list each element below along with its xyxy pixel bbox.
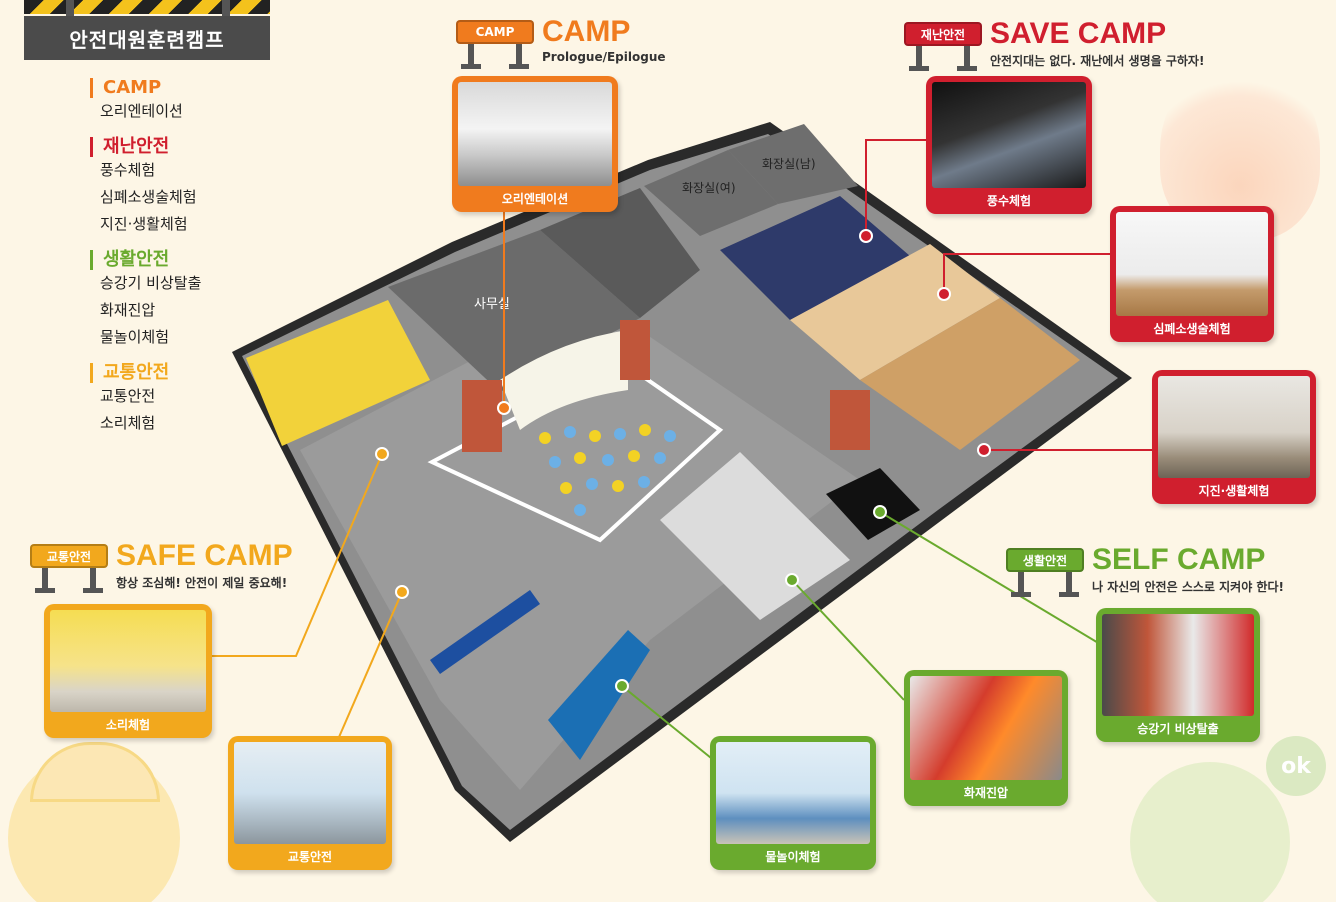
room-label-restroom-f: 화장실(여): [682, 181, 736, 195]
menu-item[interactable]: 심폐소생술체험: [100, 188, 197, 206]
cpr-room: [790, 244, 1000, 380]
leader-water: [621, 685, 717, 763]
smiley-character-right: [1130, 762, 1290, 902]
fire-room: [660, 452, 850, 620]
main-hall-floor: [300, 330, 860, 790]
card-label: 승강기 비상탈출: [1137, 722, 1219, 736]
room-label-office: 사무실: [474, 297, 510, 312]
fire-photo: [910, 676, 1062, 780]
menu-item[interactable]: 오리엔테이션: [100, 102, 183, 120]
camp-barricade-icon: CAMP: [456, 16, 534, 69]
brick-pillar: [830, 390, 870, 450]
safe-camp-subtitle: 항상 조심해! 안전이 제일 중요해!: [116, 576, 288, 590]
save-camp-barricade-icon: 재난안전: [904, 18, 982, 71]
save-camp-title: SAVE CAMP: [990, 17, 1167, 50]
save-camp-subtitle: 안전지대는 없다. 재난에서 생명을 구하자!: [990, 54, 1205, 68]
office-room: [388, 230, 640, 392]
room-label-restroom-m: 화장실(남): [762, 157, 816, 171]
camp-sign-label: CAMP: [456, 20, 534, 44]
sound-photo: [50, 610, 206, 712]
menu-item[interactable]: 풍수체험: [100, 161, 156, 179]
safe-camp-barricade-icon: 교통안전: [30, 540, 108, 593]
cpr-photo: [1116, 212, 1268, 316]
menu-category-traffic: 교통안전: [90, 363, 290, 383]
leader-flood: [865, 139, 928, 236]
traffic-barrier: [430, 590, 540, 674]
card-quake[interactable]: 지진·생활체험: [1152, 370, 1316, 504]
elevator-photo: [1102, 614, 1254, 716]
menu-item[interactable]: 승강기 비상탈출: [100, 274, 202, 292]
self-camp-subtitle: 나 자신의 안전은 스스로 지켜야 한다!: [1092, 580, 1284, 594]
menu-category-disaster: 재난안전: [90, 137, 290, 157]
card-cpr[interactable]: 심폐소생술체험: [1110, 206, 1274, 342]
flood-room: [720, 196, 910, 320]
title-sign-post: [222, 0, 230, 16]
leader-dots: [375, 229, 991, 693]
card-fire[interactable]: 화재진압: [904, 670, 1068, 806]
card-label: 물놀이체험: [765, 850, 821, 864]
card-water[interactable]: 물놀이체험: [710, 736, 876, 870]
card-elevator[interactable]: 승강기 비상탈출: [1096, 608, 1260, 742]
card-flood[interactable]: 풍수체험: [926, 76, 1092, 214]
title-sign-post: [66, 0, 74, 16]
menu-category-camp: CAMP: [90, 78, 290, 98]
leader-lines: [212, 139, 1154, 763]
restroom-m-room: [728, 124, 858, 204]
program-menu: CAMP 오리엔테이션 재난안전 풍수체험 심폐소생술체험 지진·생활체험 생활…: [90, 78, 290, 437]
leader-cpr: [943, 253, 1112, 294]
card-traffic[interactable]: 교통안전: [228, 736, 392, 870]
ok-bubble: ok: [1266, 736, 1326, 796]
water-photo: [716, 742, 870, 844]
menu-item[interactable]: 지진·생활체험: [100, 215, 188, 233]
leader-fire: [791, 579, 905, 701]
camp-title: CAMP: [542, 15, 631, 48]
menu-item[interactable]: 물놀이체험: [100, 328, 170, 346]
card-label: 풍수체험: [986, 194, 1032, 208]
self-camp-title: SELF CAMP: [1092, 543, 1266, 576]
card-sound[interactable]: 소리체험: [44, 604, 212, 738]
card-label: 소리체험: [105, 718, 151, 732]
card-label: 심폐소생술체험: [1153, 322, 1231, 336]
self-camp-header: 생활안전 SELF CAMP 나 자신의 안전은 스스로 지켜야 한다!: [1006, 543, 1284, 597]
menu-item[interactable]: 교통안전: [100, 387, 156, 405]
card-label: 오리엔테이션: [501, 192, 569, 206]
orientation-screen: [500, 330, 628, 430]
camp-subtitle: Prologue/Epilogue: [542, 50, 666, 64]
safe-camp-header: 교통안전 SAFE CAMP 항상 조심해! 안전이 제일 중요해!: [30, 539, 293, 593]
menu-item[interactable]: 화재진압: [100, 301, 156, 319]
leader-elevator: [879, 511, 1101, 645]
page-title: 안전대원훈련캠프: [24, 16, 270, 60]
self-camp-sign-label: 생활안전: [1006, 548, 1084, 572]
traffic-photo: [234, 742, 386, 844]
orientation-photo: [458, 82, 612, 186]
leader-traffic: [335, 591, 403, 745]
safe-camp-title: SAFE CAMP: [116, 539, 293, 572]
leader-sound: [212, 453, 383, 657]
self-camp-barricade-icon: 생활안전: [1006, 544, 1084, 597]
save-camp-sign-label: 재난안전: [904, 22, 982, 46]
camp-header: CAMP CAMP Prologue/Epilogue: [456, 15, 666, 69]
card-label: 지진·생활체험: [1198, 484, 1270, 498]
card-label: 교통안전: [287, 850, 333, 864]
corridor-room: [540, 188, 700, 318]
menu-item[interactable]: 소리체험: [100, 414, 156, 432]
brick-pillar: [620, 320, 650, 380]
restroom-f-room: [644, 150, 778, 236]
card-label: 화재진압: [963, 786, 1009, 800]
quake-photo: [1158, 376, 1310, 478]
card-orientation[interactable]: 오리엔테이션: [452, 76, 618, 212]
save-camp-header: 재난안전 SAVE CAMP 안전지대는 없다. 재난에서 생명을 구하자!: [904, 17, 1205, 71]
quake-room: [860, 298, 1080, 450]
sound-room: [246, 300, 430, 446]
safe-camp-sign-label: 교통안전: [30, 544, 108, 568]
menu-category-life: 생활안전: [90, 250, 290, 270]
ball-pit: [548, 630, 650, 760]
flood-photo: [932, 82, 1086, 188]
brick-pillar: [462, 380, 502, 452]
title-sign-stripes: [24, 0, 270, 14]
floor-dots: [539, 424, 676, 516]
